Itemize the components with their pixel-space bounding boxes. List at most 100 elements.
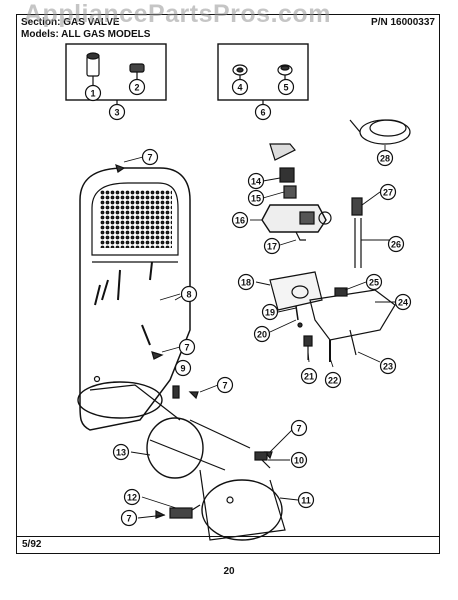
page-number: 20 [223,566,235,577]
callout-3: 3 [108,103,126,121]
callout-number: 9 [180,364,185,374]
callout-circle [387,235,405,253]
date-code: 5/92 [22,539,42,550]
callout-number: 27 [383,188,393,198]
part-number: P/N 16000337 [371,17,435,28]
burner-tube-assembly [77,381,286,541]
callout-19: 19 [261,303,279,321]
callout-circle [379,183,397,201]
callout-circle [174,359,192,377]
callout-circle [290,419,308,437]
kit-part-2-orifice [129,63,145,80]
gas-pipe [351,197,363,268]
parts-diagram-sheet: Section: GAS VALVE Models: ALL GAS MODEL… [16,14,440,554]
callout-17: 17 [263,237,281,255]
callout-24: 24 [394,293,412,311]
callout-number: 1 [90,89,95,99]
wire-harness [349,119,411,145]
callout-12: 12 [123,488,141,506]
callout-number: 13 [116,448,126,458]
callout-circle [277,78,295,96]
callout-number: 4 [237,83,242,93]
callout-number: 18 [241,278,251,288]
callout-number: 7 [147,153,152,163]
callout-circle [247,189,265,207]
callout-circle [84,84,102,102]
callout-number: 7 [126,514,131,524]
kit-box-3 [65,43,167,105]
callout-4: 4 [231,78,249,96]
callout-number: 3 [114,108,119,118]
callout-circle [365,273,383,291]
callout-number: 24 [398,298,408,308]
callout-circle [300,367,318,385]
callout-circle [231,78,249,96]
models-title: Models: ALL GAS MODELS [21,29,151,40]
callout-2: 2 [128,78,146,96]
callout-number: 6 [260,108,265,118]
callout-circle [394,293,412,311]
callout-circle [141,148,159,166]
callout-number: 19 [265,308,275,318]
mounting-bracket [269,271,323,328]
callout-circle [178,338,196,356]
callout-21: 21 [300,367,318,385]
callout-circle [216,376,234,394]
header-left: Section: GAS VALVE Models: ALL GAS MODEL… [21,17,150,41]
callout-7: 7 [178,338,196,356]
callout-14: 14 [247,172,265,190]
callout-number: 17 [267,242,277,252]
igniter [169,504,201,519]
callout-23: 23 [379,357,397,375]
callout-number: 22 [328,376,338,386]
callout-7: 7 [120,509,138,527]
section-title: Section: GAS VALVE [21,17,120,28]
callout-number: 14 [251,177,261,187]
callout-11: 11 [297,491,315,509]
callout-number: 20 [257,330,267,340]
callout-circle [379,357,397,375]
callout-circle [254,103,272,121]
callout-7: 7 [290,419,308,437]
manifold-assembly [303,287,396,362]
callout-number: 7 [296,424,301,434]
footer-divider [17,536,439,537]
callout-circle [324,371,342,389]
callout-27: 27 [379,183,397,201]
callout-6: 6 [254,103,272,121]
callout-number: 15 [251,194,261,204]
callout-circle [231,211,249,229]
callout-number: 16 [235,216,245,226]
callout-number: 10 [294,456,304,466]
callout-number: 12 [127,493,137,503]
callout-15: 15 [247,189,265,207]
callout-number: 25 [369,278,379,288]
callout-circle [247,172,265,190]
callout-13: 13 [112,443,130,461]
callout-number: 28 [380,154,390,164]
callout-9: 9 [174,359,192,377]
callout-5: 5 [277,78,295,96]
callout-7: 7 [141,148,159,166]
callout-26: 26 [387,235,405,253]
callout-circle [376,149,394,167]
callout-number: 26 [391,240,401,250]
screw-parts [115,164,273,519]
callout-25: 25 [365,273,383,291]
clip-part-9 [172,385,180,399]
callout-circle [290,451,308,469]
gas-valve-assembly [261,143,332,241]
callout-number: 7 [184,343,189,353]
callout-circle [261,303,279,321]
callout-circle [112,443,130,461]
callout-circle [123,488,141,506]
callout-circle [180,285,198,303]
callout-number: 8 [186,290,191,300]
callout-number: 21 [304,372,314,382]
callout-18: 18 [237,273,255,291]
flame-sensor [254,451,271,469]
callout-8: 8 [180,285,198,303]
callout-circle [237,273,255,291]
callout-circle [120,509,138,527]
